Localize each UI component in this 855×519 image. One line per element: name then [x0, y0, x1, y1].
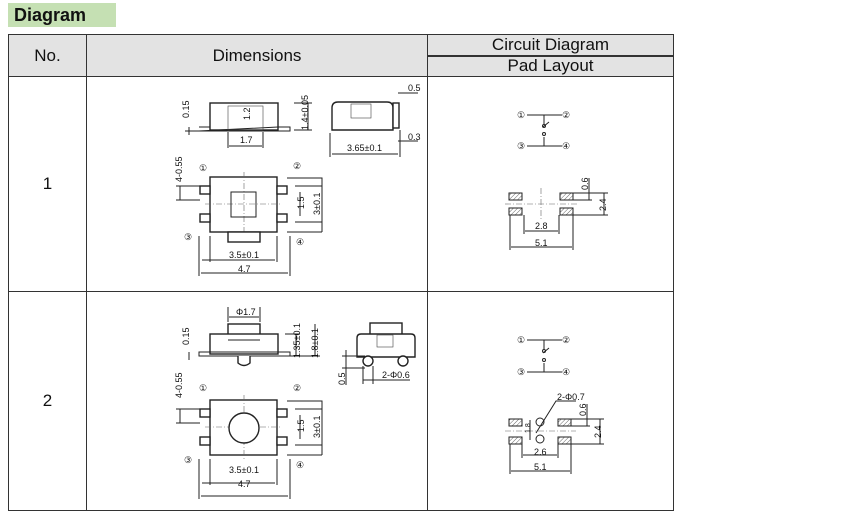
circuit-pad-cell: [427, 76, 674, 292]
row-number: 1: [8, 76, 87, 292]
section-title: Diagram: [8, 3, 116, 27]
row-number: 2: [8, 291, 87, 511]
circuit-pad-cell: [427, 291, 674, 511]
header-circuit: Circuit Diagram: [427, 34, 674, 56]
dimensions-cell: [86, 76, 428, 292]
dimensions-cell: [86, 291, 428, 511]
header-dimensions: Dimensions: [86, 34, 428, 77]
table-row: 1: [8, 76, 674, 292]
diagram-table: No. Dimensions Circuit Diagram Pad Layou…: [8, 34, 674, 511]
header-no: No.: [8, 34, 87, 77]
table-row: 2: [8, 291, 674, 511]
header-pad: Pad Layout: [427, 55, 674, 77]
